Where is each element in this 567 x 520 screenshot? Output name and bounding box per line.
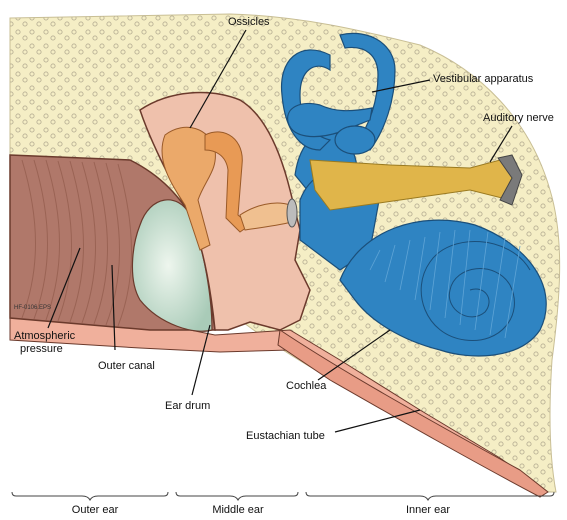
file-code: HF-0106.EPS — [14, 305, 52, 311]
cochlea-spiral — [420, 241, 531, 342]
nerve-end — [497, 154, 523, 206]
region-outer-ear: Outer ear — [71, 504, 119, 516]
label-ear-drum: Ear drum — [165, 400, 211, 412]
cochlea-ridges — [369, 229, 521, 339]
region-inner-ear: Inner ear — [405, 504, 451, 516]
pointer-lines — [47, 29, 513, 433]
region-brackets — [11, 491, 555, 502]
label-atmospheric: Atmospheric — [14, 330, 76, 342]
oval-window — [286, 198, 298, 228]
label-eustachian-tube: Eustachian tube — [246, 430, 325, 442]
label-auditory-nerve: Auditory nerve — [483, 112, 554, 124]
label-pressure: pressure — [20, 343, 63, 355]
ear-drum — [131, 199, 213, 332]
label-outer-canal: Outer canal — [98, 360, 155, 372]
malleus — [161, 126, 216, 251]
region-middle-ear: Middle ear — [212, 504, 264, 516]
eustachian-tube — [277, 329, 549, 498]
label-cochlea: Cochlea — [286, 380, 327, 392]
cochlea — [339, 219, 547, 357]
label-ossicles: Ossicles — [228, 16, 270, 28]
canal-stripes — [21, 159, 132, 327]
label-vestibular-apparatus: Vestibular apparatus — [433, 73, 534, 85]
